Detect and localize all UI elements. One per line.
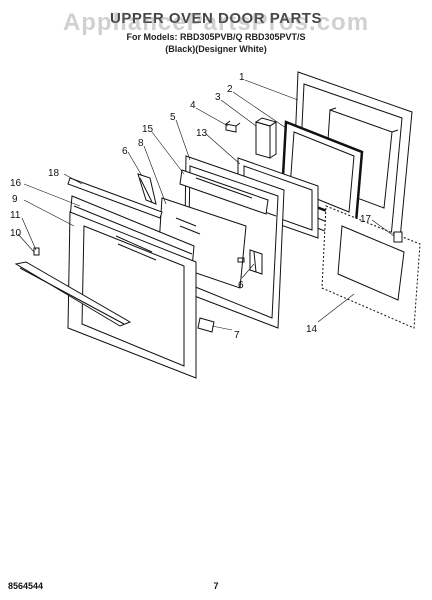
part-10-screw (33, 247, 40, 256)
callout-17: 17 (360, 214, 372, 225)
part-18-top-vent (67, 177, 163, 219)
page-number: 7 (213, 581, 219, 591)
part-4-clip (225, 120, 241, 133)
diagram-code: 8564544 (8, 581, 44, 591)
callout-7: 7 (234, 330, 240, 341)
callout-16: 16 (10, 178, 22, 189)
callout-3: 3 (215, 92, 221, 103)
callout-11: 11 (10, 210, 21, 221)
color-variants: (Black)(Designer White) (165, 44, 267, 54)
callout-18: 18 (48, 168, 60, 179)
callout-4: 4 (190, 100, 196, 111)
part-17-bracket (393, 231, 403, 243)
part-15-top-channel (179, 169, 269, 215)
callout-9: 9 (12, 194, 18, 205)
callout-6-left: 6 (122, 146, 128, 157)
page-title: UPPER OVEN DOOR PARTS (110, 10, 322, 27)
callout-1: 1 (239, 72, 245, 83)
callout-13: 13 (196, 128, 208, 139)
callout-15: 15 (142, 124, 154, 135)
callout-6-right: 6 (238, 280, 244, 291)
part-6-hinge-bracket-left (137, 173, 157, 205)
callout-8: 8 (138, 138, 144, 149)
part-6-hinge-bracket-right (237, 249, 263, 275)
part-7-lower-trim (197, 317, 215, 333)
callout-10: 10 (10, 228, 22, 239)
part-3-spacer-block (254, 117, 278, 159)
part-11-door-handle (14, 261, 132, 327)
callout-14: 14 (306, 324, 318, 335)
callout-5: 5 (170, 112, 176, 123)
callout-2: 2 (227, 84, 233, 95)
model-numbers: For Models: RBD305PVB/Q RBD305PVT/S (126, 32, 306, 42)
